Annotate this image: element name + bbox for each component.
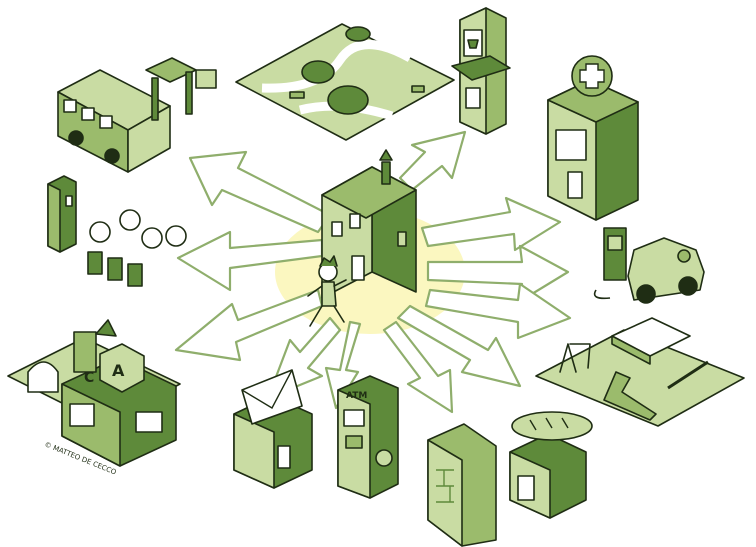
shelter-post xyxy=(186,72,192,114)
atm-keypad-icon xyxy=(346,436,362,448)
atm: ATM xyxy=(338,376,398,498)
car-wheel xyxy=(679,277,697,295)
bike-dock xyxy=(108,258,122,280)
kindergarten-window xyxy=(136,412,162,432)
market xyxy=(452,8,510,134)
bench-icon xyxy=(290,92,304,98)
tree-icon xyxy=(346,27,370,41)
bicycle-icon xyxy=(120,210,140,230)
park xyxy=(236,24,454,140)
pharmacy xyxy=(548,56,638,220)
lightning-icon xyxy=(678,250,690,262)
house-side-window xyxy=(398,232,406,246)
bus-stop xyxy=(58,58,216,172)
kindergarten-window xyxy=(70,404,94,426)
atm-screen xyxy=(344,410,364,426)
charger-screen xyxy=(608,236,622,250)
currency-icon xyxy=(376,450,392,466)
pharmacy-window xyxy=(556,130,586,160)
house-door xyxy=(352,256,364,280)
toy-blocks-icon xyxy=(96,320,116,336)
post-office-door xyxy=(278,446,290,468)
bus-window xyxy=(64,100,76,112)
arrow-to-bus-stop xyxy=(190,152,330,232)
chimney xyxy=(382,162,390,184)
pharmacy-door xyxy=(568,172,582,198)
pencil-cup xyxy=(74,332,96,372)
bus-wheel xyxy=(69,131,83,145)
bakery xyxy=(510,412,592,518)
charger-cable xyxy=(595,290,610,298)
bakery-door xyxy=(518,476,534,500)
shelter-post xyxy=(152,78,158,120)
arrow-to-market xyxy=(400,132,465,190)
atm-label: ATM xyxy=(346,391,367,401)
bike-dock xyxy=(128,264,142,286)
kinder-slide xyxy=(28,362,58,392)
bus-stop-sign-icon xyxy=(196,70,216,88)
kiosk-screen xyxy=(66,196,72,206)
block-letter-a: A xyxy=(112,361,125,380)
ev-charging xyxy=(595,228,704,303)
bicycle-icon xyxy=(142,228,162,248)
playground xyxy=(536,318,744,426)
post-office xyxy=(234,370,312,488)
bike-dock xyxy=(88,252,102,274)
bus-window xyxy=(82,108,94,120)
kindergarten: A C © MATTEO DE CECCO xyxy=(8,320,180,477)
arrow-to-pharmacy xyxy=(422,198,560,250)
bike-kiosk-front xyxy=(48,184,60,252)
bus-wheel xyxy=(105,149,119,163)
house-window xyxy=(350,214,360,228)
house-window xyxy=(332,222,342,236)
school xyxy=(428,424,496,546)
chimney-arrow-icon xyxy=(380,150,392,160)
bicycle-icon xyxy=(166,226,186,246)
bus-window xyxy=(100,116,112,128)
bike-share xyxy=(48,176,186,286)
bench-icon xyxy=(412,86,424,92)
shop-icon xyxy=(468,40,478,48)
tree-icon xyxy=(328,86,368,114)
bread-icon xyxy=(512,412,592,440)
car-wheel xyxy=(637,285,655,303)
bicycle-icon xyxy=(90,222,110,242)
arrow-to-kindergarten xyxy=(176,290,322,360)
park-lawn xyxy=(236,24,454,140)
market-window xyxy=(466,88,480,108)
tree-icon xyxy=(302,61,334,83)
